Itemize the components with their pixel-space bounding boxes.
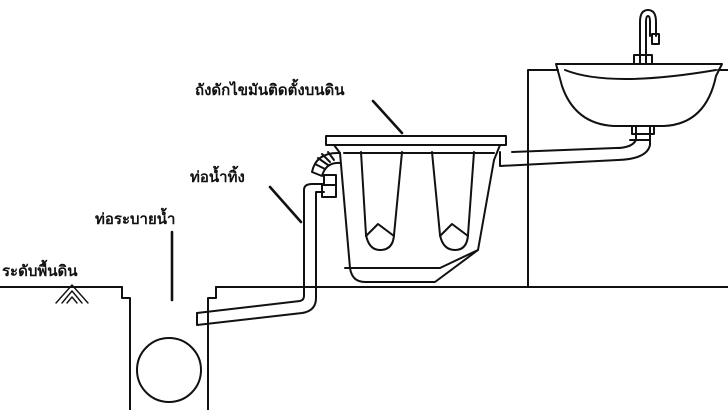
inlet-flex-hose — [311, 151, 341, 177]
label-ground-level: ระดับพื้นดิน — [2, 259, 78, 280]
faucet-icon — [633, 9, 660, 65]
sink-drain-pipe — [499, 125, 651, 167]
grease-trap-lid — [325, 135, 507, 146]
leader-outlet-pipe — [268, 185, 303, 224]
sink-counter — [527, 69, 728, 288]
drain-pipe — [196, 183, 325, 326]
label-grease-trap: ถังดักไขมันติดตั้งบนดิน — [195, 78, 345, 99]
label-drain-pipe: ท่อระบายน้ำ — [95, 207, 175, 228]
label-outlet-pipe: ท่อน้ำทิ้ง — [190, 165, 245, 186]
leader-grease-trap — [371, 99, 404, 135]
soil-hatch-icon — [55, 284, 89, 304]
leader-lines — [170, 99, 404, 302]
underground-drain-pit — [121, 286, 217, 410]
sink-basin-icon — [555, 63, 723, 135]
sewer-pipe-cross-section — [136, 337, 202, 403]
inlet-connector — [321, 174, 337, 198]
grease-trap-tank — [325, 135, 507, 283]
